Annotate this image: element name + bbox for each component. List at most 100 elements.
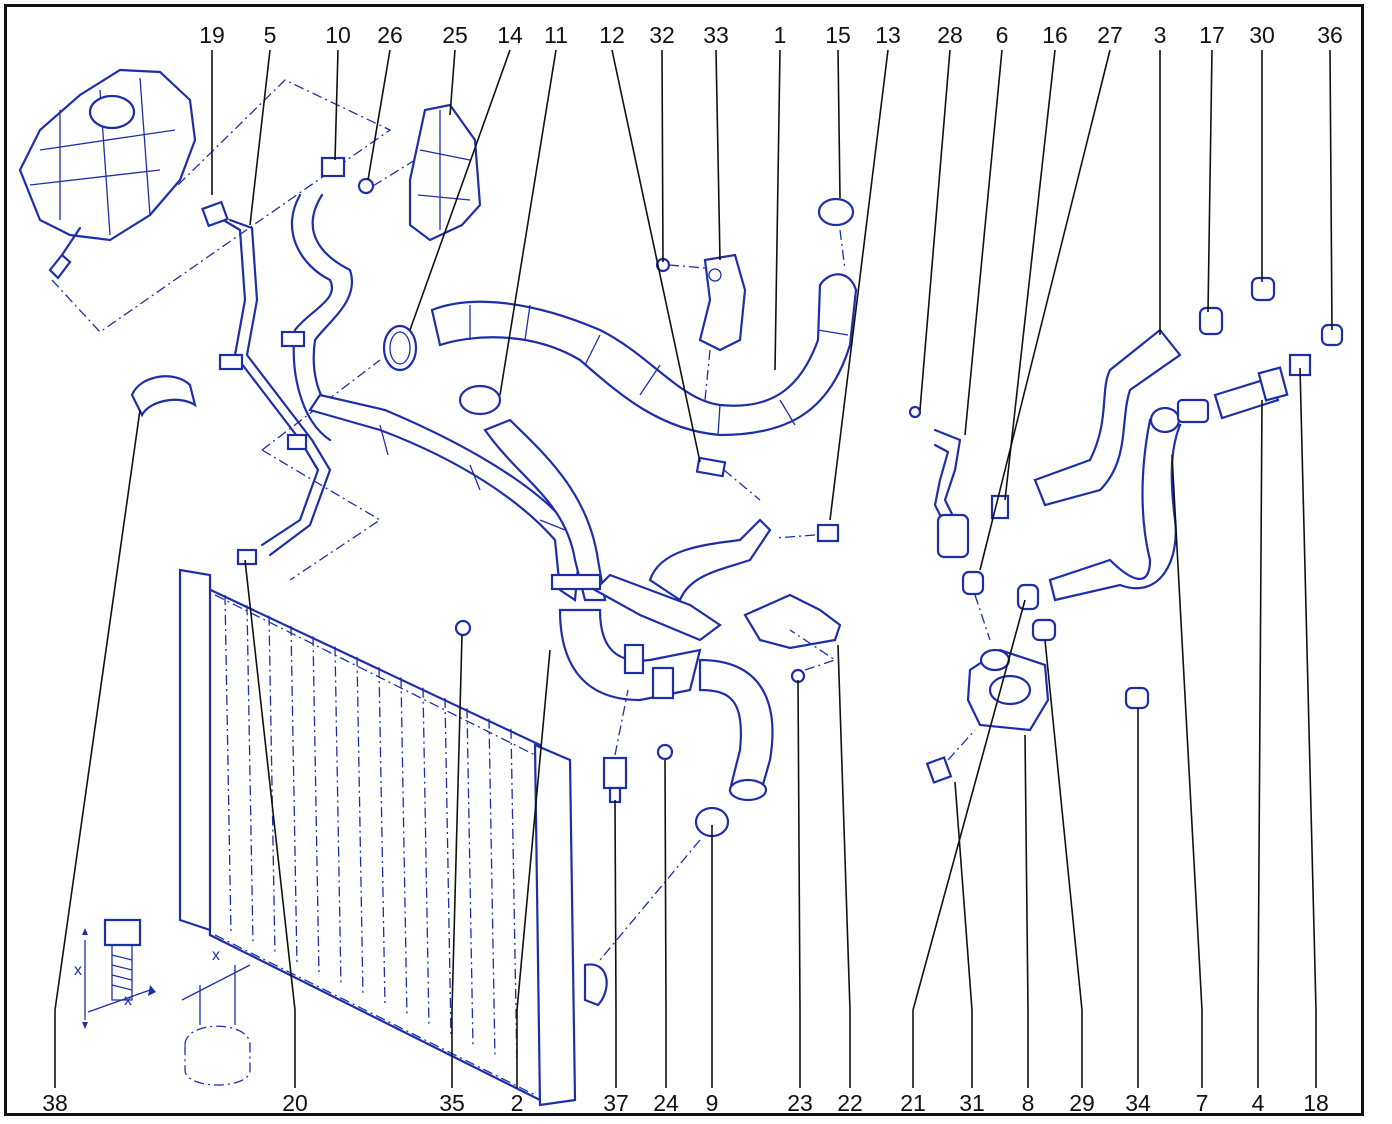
leader-line-36 bbox=[1329, 49, 1333, 331]
callout-label-8: 8 bbox=[1021, 1090, 1035, 1116]
water-pump-8 bbox=[925, 594, 1050, 784]
heater-pipe-junction-2 bbox=[550, 518, 772, 702]
callout-label-19: 19 bbox=[199, 22, 225, 48]
bracket-22 bbox=[743, 593, 842, 684]
leader-line-37 bbox=[614, 799, 617, 1011]
leader-line-13 bbox=[829, 49, 889, 521]
callout-label-2: 2 bbox=[510, 1090, 524, 1116]
main-hose-1 bbox=[430, 273, 858, 437]
callout-label-18: 18 bbox=[1303, 1090, 1329, 1116]
leader-line-1 bbox=[774, 49, 781, 371]
hose-clip-15 bbox=[817, 197, 855, 271]
callout-label-22: 22 bbox=[837, 1090, 863, 1116]
callout-label-26: 26 bbox=[377, 22, 403, 48]
callout-label-5: 5 bbox=[263, 22, 277, 48]
leader-line-15 bbox=[837, 49, 841, 199]
callout-label-25: 25 bbox=[442, 22, 468, 48]
callout-label-6: 6 bbox=[995, 22, 1009, 48]
clip-29 bbox=[1031, 618, 1057, 642]
radiator-fin bbox=[378, 667, 386, 1008]
callout-label-16: 16 bbox=[1042, 22, 1068, 48]
radiator-fin bbox=[422, 687, 430, 1028]
radiator bbox=[178, 568, 608, 1107]
bracket-33 bbox=[655, 253, 747, 401]
connector-4 bbox=[1213, 366, 1289, 420]
inset-x-marker: x bbox=[124, 992, 132, 1009]
hose-6 bbox=[908, 405, 970, 559]
hose-3 bbox=[990, 328, 1182, 520]
radiator-fin bbox=[400, 677, 408, 1018]
leader-line-12 bbox=[611, 49, 701, 463]
callout-label-31: 31 bbox=[959, 1090, 985, 1116]
leader-line-23 bbox=[797, 679, 801, 1011]
callout-label-33: 33 bbox=[703, 22, 729, 48]
callout-label-4: 4 bbox=[1251, 1090, 1265, 1116]
callout-label-1: 1 bbox=[773, 22, 787, 48]
clip-26 bbox=[357, 159, 416, 195]
callout-label-38: 38 bbox=[42, 1090, 68, 1116]
leader-line-20 bbox=[244, 559, 296, 1011]
inset-x-marker: x bbox=[74, 962, 82, 979]
callout-label-27: 27 bbox=[1097, 22, 1123, 48]
clip-17 bbox=[1198, 306, 1224, 336]
clip-21 bbox=[1016, 583, 1040, 611]
leader-line-32 bbox=[661, 49, 664, 263]
leader-line-21 bbox=[912, 599, 1026, 1011]
leader-line-33 bbox=[715, 49, 721, 261]
clip-12 bbox=[695, 456, 761, 501]
leader-line-26 bbox=[367, 49, 391, 181]
callout-label-36: 36 bbox=[1317, 22, 1343, 48]
leader-line-17 bbox=[1207, 49, 1213, 313]
callout-label-32: 32 bbox=[649, 22, 675, 48]
hose-10 bbox=[280, 156, 353, 442]
clip-34 bbox=[1124, 686, 1150, 710]
leader-line-7 bbox=[1171, 454, 1203, 1011]
callout-label-35: 35 bbox=[439, 1090, 465, 1116]
radiator-fin bbox=[224, 594, 232, 936]
radiator-fin bbox=[246, 605, 254, 946]
callout-label-20: 20 bbox=[282, 1090, 308, 1116]
leader-line-5 bbox=[249, 49, 271, 226]
leader-line-8 bbox=[1024, 734, 1029, 1011]
leader-line-10 bbox=[334, 49, 339, 161]
hose-clip-14 bbox=[382, 324, 418, 372]
leader-line-25 bbox=[449, 49, 456, 116]
radiator-fin bbox=[510, 728, 518, 1069]
callout-label-3: 3 bbox=[1153, 22, 1167, 48]
leader-line-18 bbox=[1299, 367, 1317, 1011]
bolt-inset bbox=[82, 918, 251, 1086]
leader-line-29 bbox=[1044, 639, 1083, 1011]
leader-line-2 bbox=[516, 649, 551, 1011]
leader-line-11 bbox=[499, 49, 557, 396]
callout-label-12: 12 bbox=[599, 22, 625, 48]
leader-line-22 bbox=[837, 644, 851, 1011]
callout-label-7: 7 bbox=[1195, 1090, 1209, 1116]
clip-13 bbox=[774, 523, 840, 543]
inset-x-marker: x bbox=[212, 947, 220, 964]
leader-line-35 bbox=[451, 634, 463, 1011]
leader-line-38 bbox=[54, 409, 141, 1011]
radiator-outlet-hose bbox=[694, 658, 774, 838]
callout-label-11: 11 bbox=[544, 22, 568, 48]
callout-label-13: 13 bbox=[875, 22, 901, 48]
leader-lines bbox=[54, 49, 1333, 1088]
hose-11 bbox=[458, 384, 607, 602]
lower-return-hose bbox=[308, 393, 582, 602]
leader-line-4 bbox=[1257, 399, 1263, 1011]
callout-label-34: 34 bbox=[1125, 1090, 1151, 1116]
callout-label-14: 14 bbox=[497, 22, 523, 48]
bracket-25 bbox=[408, 103, 482, 242]
callout-label-30: 30 bbox=[1249, 22, 1275, 48]
callout-label-28: 28 bbox=[937, 22, 963, 48]
clip-30 bbox=[1250, 276, 1276, 302]
radiator-fin bbox=[444, 697, 452, 1039]
clip-38 bbox=[130, 375, 197, 418]
radiator-fin bbox=[334, 646, 342, 987]
hose-7 bbox=[1048, 398, 1210, 602]
radiator-fin bbox=[356, 656, 364, 997]
callout-label-21: 21 bbox=[900, 1090, 926, 1116]
callout-label-24: 24 bbox=[653, 1090, 679, 1116]
callout-label-10: 10 bbox=[325, 22, 351, 48]
leader-line-28 bbox=[919, 49, 951, 411]
